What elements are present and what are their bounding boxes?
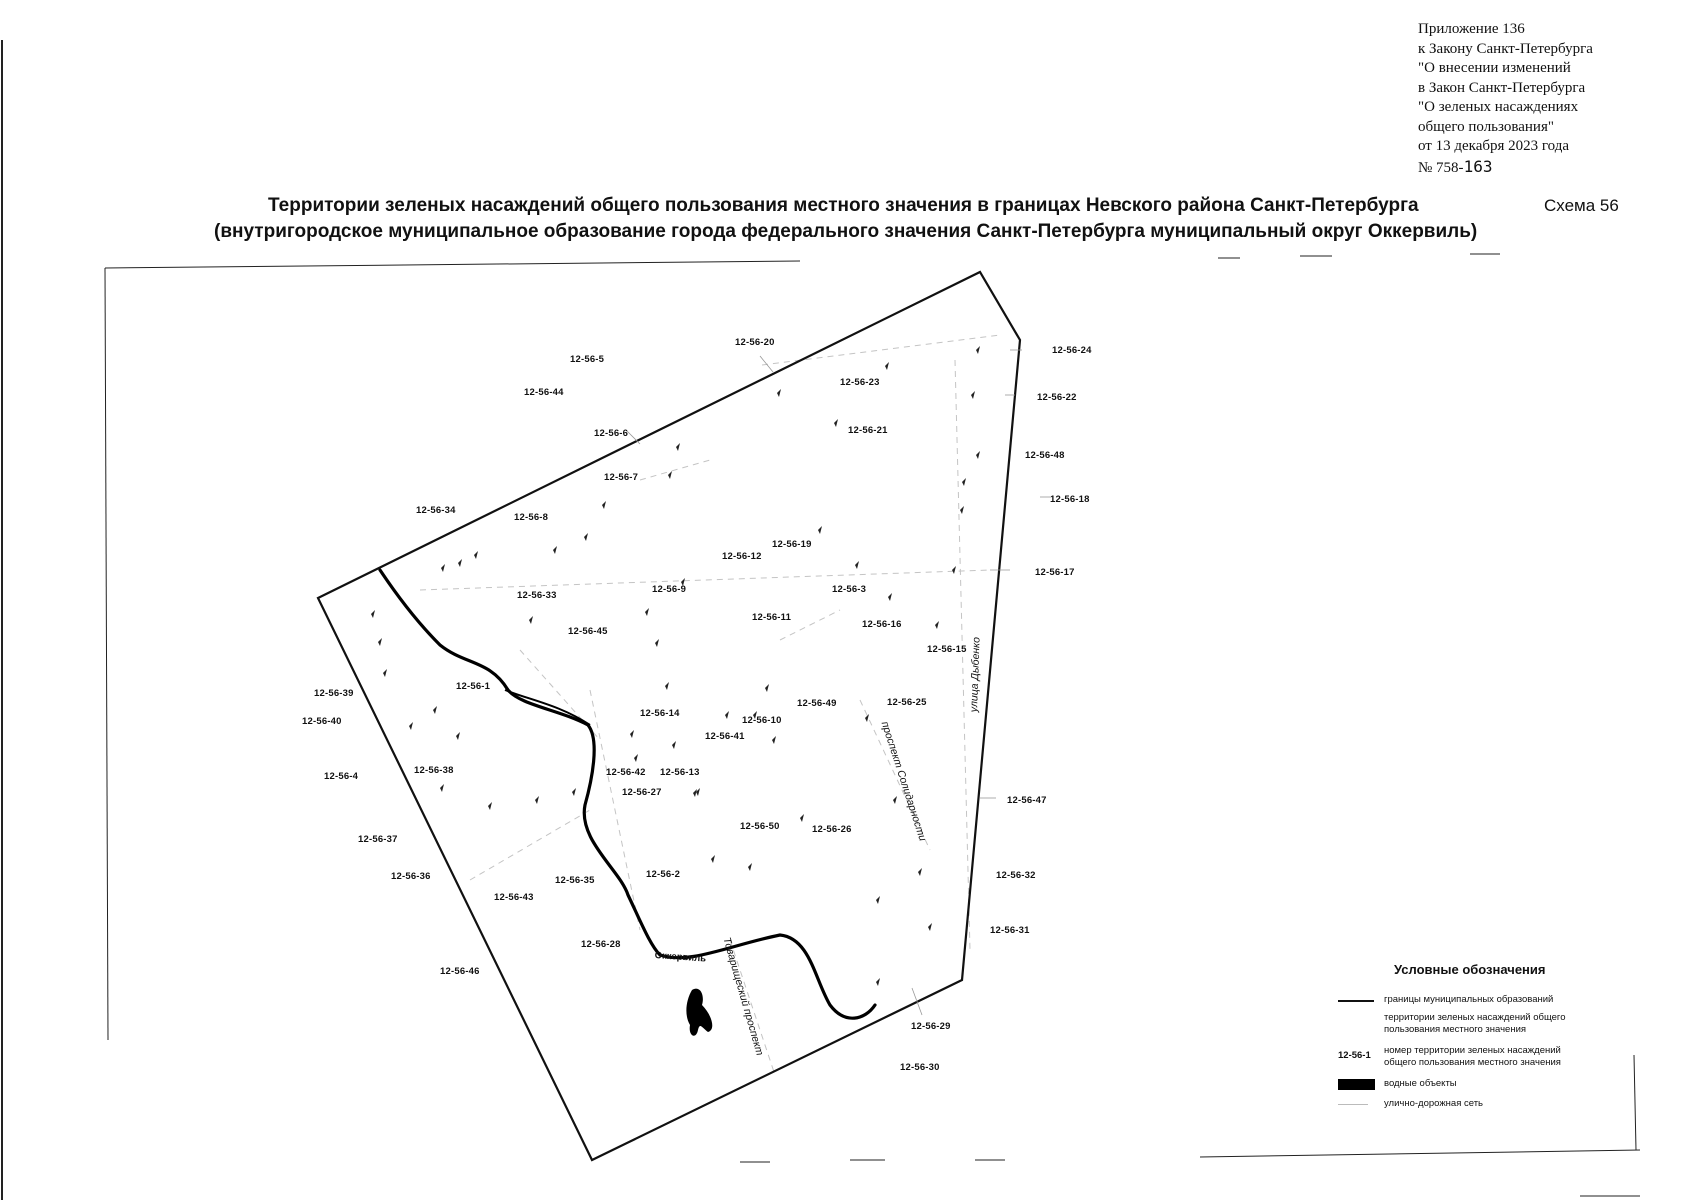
territory-label: 12-56-15 [927, 644, 967, 655]
appendix-line: в Закон Санкт-Петербурга [1418, 79, 1586, 96]
territory-label: 12-56-28 [581, 939, 621, 950]
legend-boundary-label: границы муниципальных образований [1384, 994, 1554, 1005]
territory-label: 12-56-24 [1052, 345, 1092, 356]
appendix-number: № 758-163 [1418, 157, 1678, 179]
territory-label: 12-56-30 [900, 1062, 940, 1073]
territory-label: 12-56-26 [812, 824, 852, 835]
territory-label: 12-56-16 [862, 619, 902, 630]
scheme-label: Схема 56 [1544, 196, 1619, 215]
territory-label: 12-56-50 [740, 821, 780, 832]
territory-label: 12-56-41 [705, 731, 745, 742]
appendix-line: к Закону Санкт-Петербурга [1418, 40, 1593, 57]
territory-label: 12-56-48 [1025, 450, 1065, 461]
legend-code-line1: номер территории зеленых насаждений [1384, 1045, 1561, 1056]
territory-label: 12-56-23 [840, 377, 880, 388]
territory-label: 12-56-31 [990, 925, 1030, 936]
territory-label: 12-56-5 [570, 354, 605, 365]
territory-label: 12-56-37 [358, 834, 398, 845]
territory-label: 12-56-2 [646, 869, 681, 880]
legend-water-symbol [1338, 1079, 1375, 1090]
appendix-number-handwritten: 163 [1463, 156, 1493, 176]
territory-label: 12-56-4 [324, 771, 359, 782]
territory-label: 12-56-12 [722, 551, 762, 562]
appendix-line: "О внесении изменений [1418, 60, 1571, 76]
map-title-line1: Территории зеленых насаждений общего пол… [268, 195, 1419, 216]
territory-label: 12-56-29 [911, 1021, 951, 1032]
territory-label: 12-56-33 [517, 590, 557, 601]
legend-green-line2: пользования местного значения [1384, 1024, 1527, 1035]
territory-label: 12-56-14 [640, 708, 680, 719]
pond [686, 988, 713, 1036]
territory-label: 12-56-43 [494, 892, 534, 903]
territory-label: 12-56-32 [996, 870, 1036, 881]
territory-label: 12-56-49 [797, 698, 837, 709]
territory-label: 12-56-13 [660, 767, 700, 778]
territory-label: 12-56-44 [524, 387, 564, 398]
territory-label: 12-56-47 [1007, 795, 1047, 806]
territory-label: 12-56-17 [1035, 567, 1075, 578]
legend-code-example: 12-56-1 [1338, 1050, 1371, 1061]
appendix-line: Приложение 136 [1418, 21, 1525, 37]
appendix-number-prefix: № 758- [1418, 159, 1464, 176]
territory-label: 12-56-19 [772, 539, 812, 550]
territory-label: 12-56-20 [735, 337, 775, 348]
okkervil-river-branch [504, 689, 591, 726]
territory-label: 12-56-39 [314, 688, 354, 699]
territory-label: 12-56-46 [440, 966, 480, 977]
frame-lines [1, 40, 1641, 1200]
legend-green-label: территории зеленых насаждений общего пол… [1384, 1012, 1614, 1036]
appendix-header: Приложение 136 к Закону Санкт-Петербурга… [1418, 20, 1678, 178]
map-title-line2: (внутригородское муниципальное образован… [214, 221, 1478, 242]
territory-label: 12-56-25 [887, 697, 927, 708]
legend-boundary-symbol [1338, 1000, 1374, 1002]
legend-title: Условные обозначения [1394, 962, 1546, 977]
territory-label: 12-56-36 [391, 871, 431, 882]
appendix-line: "О зеленых насаждениях [1418, 99, 1579, 115]
legend-code-line2: общего пользования местного значения [1384, 1057, 1561, 1068]
territory-label: 12-56-3 [832, 584, 867, 595]
street-network [419, 334, 1001, 1076]
territory-label: 12-56-7 [604, 472, 639, 483]
legend-code-label: номер территории зеленых насаждений обще… [1384, 1045, 1614, 1069]
municipal-boundary [316, 270, 1022, 1162]
territory-label: 12-56-21 [848, 425, 888, 436]
legend-green-line1: территории зеленых насаждений общего [1384, 1012, 1566, 1023]
territory-label: 12-56-22 [1037, 392, 1077, 403]
territory-label: 12-56-10 [742, 715, 782, 726]
legend-roads-label: улично-дорожная сеть [1384, 1098, 1484, 1109]
appendix-line: общего пользования" [1418, 118, 1554, 135]
territory-label: 12-56-9 [652, 584, 687, 595]
territory-label: 12-56-8 [514, 512, 549, 523]
territory-label: 12-56-35 [555, 875, 595, 886]
appendix-line: от 13 декабря 2023 года [1418, 138, 1570, 154]
territory-label: 12-56-42 [606, 767, 646, 778]
legend-water-label: водные объекты [1384, 1078, 1457, 1089]
territory-label: 12-56-45 [568, 626, 608, 637]
territory-label: 12-56-1 [456, 681, 491, 692]
leader-lines [625, 349, 1050, 1016]
territory-label: 12-56-11 [752, 612, 792, 623]
okkervil-river [378, 568, 877, 1020]
territory-label: 12-56-34 [416, 505, 456, 516]
territory-markers [371, 346, 980, 986]
legend-roads-symbol [1338, 1104, 1368, 1105]
territory-label: 12-56-6 [594, 428, 629, 439]
territory-label: 12-56-38 [414, 765, 454, 776]
territory-label: 12-56-27 [622, 787, 662, 798]
territory-label: 12-56-18 [1050, 494, 1090, 505]
territory-label: 12-56-40 [302, 716, 342, 727]
